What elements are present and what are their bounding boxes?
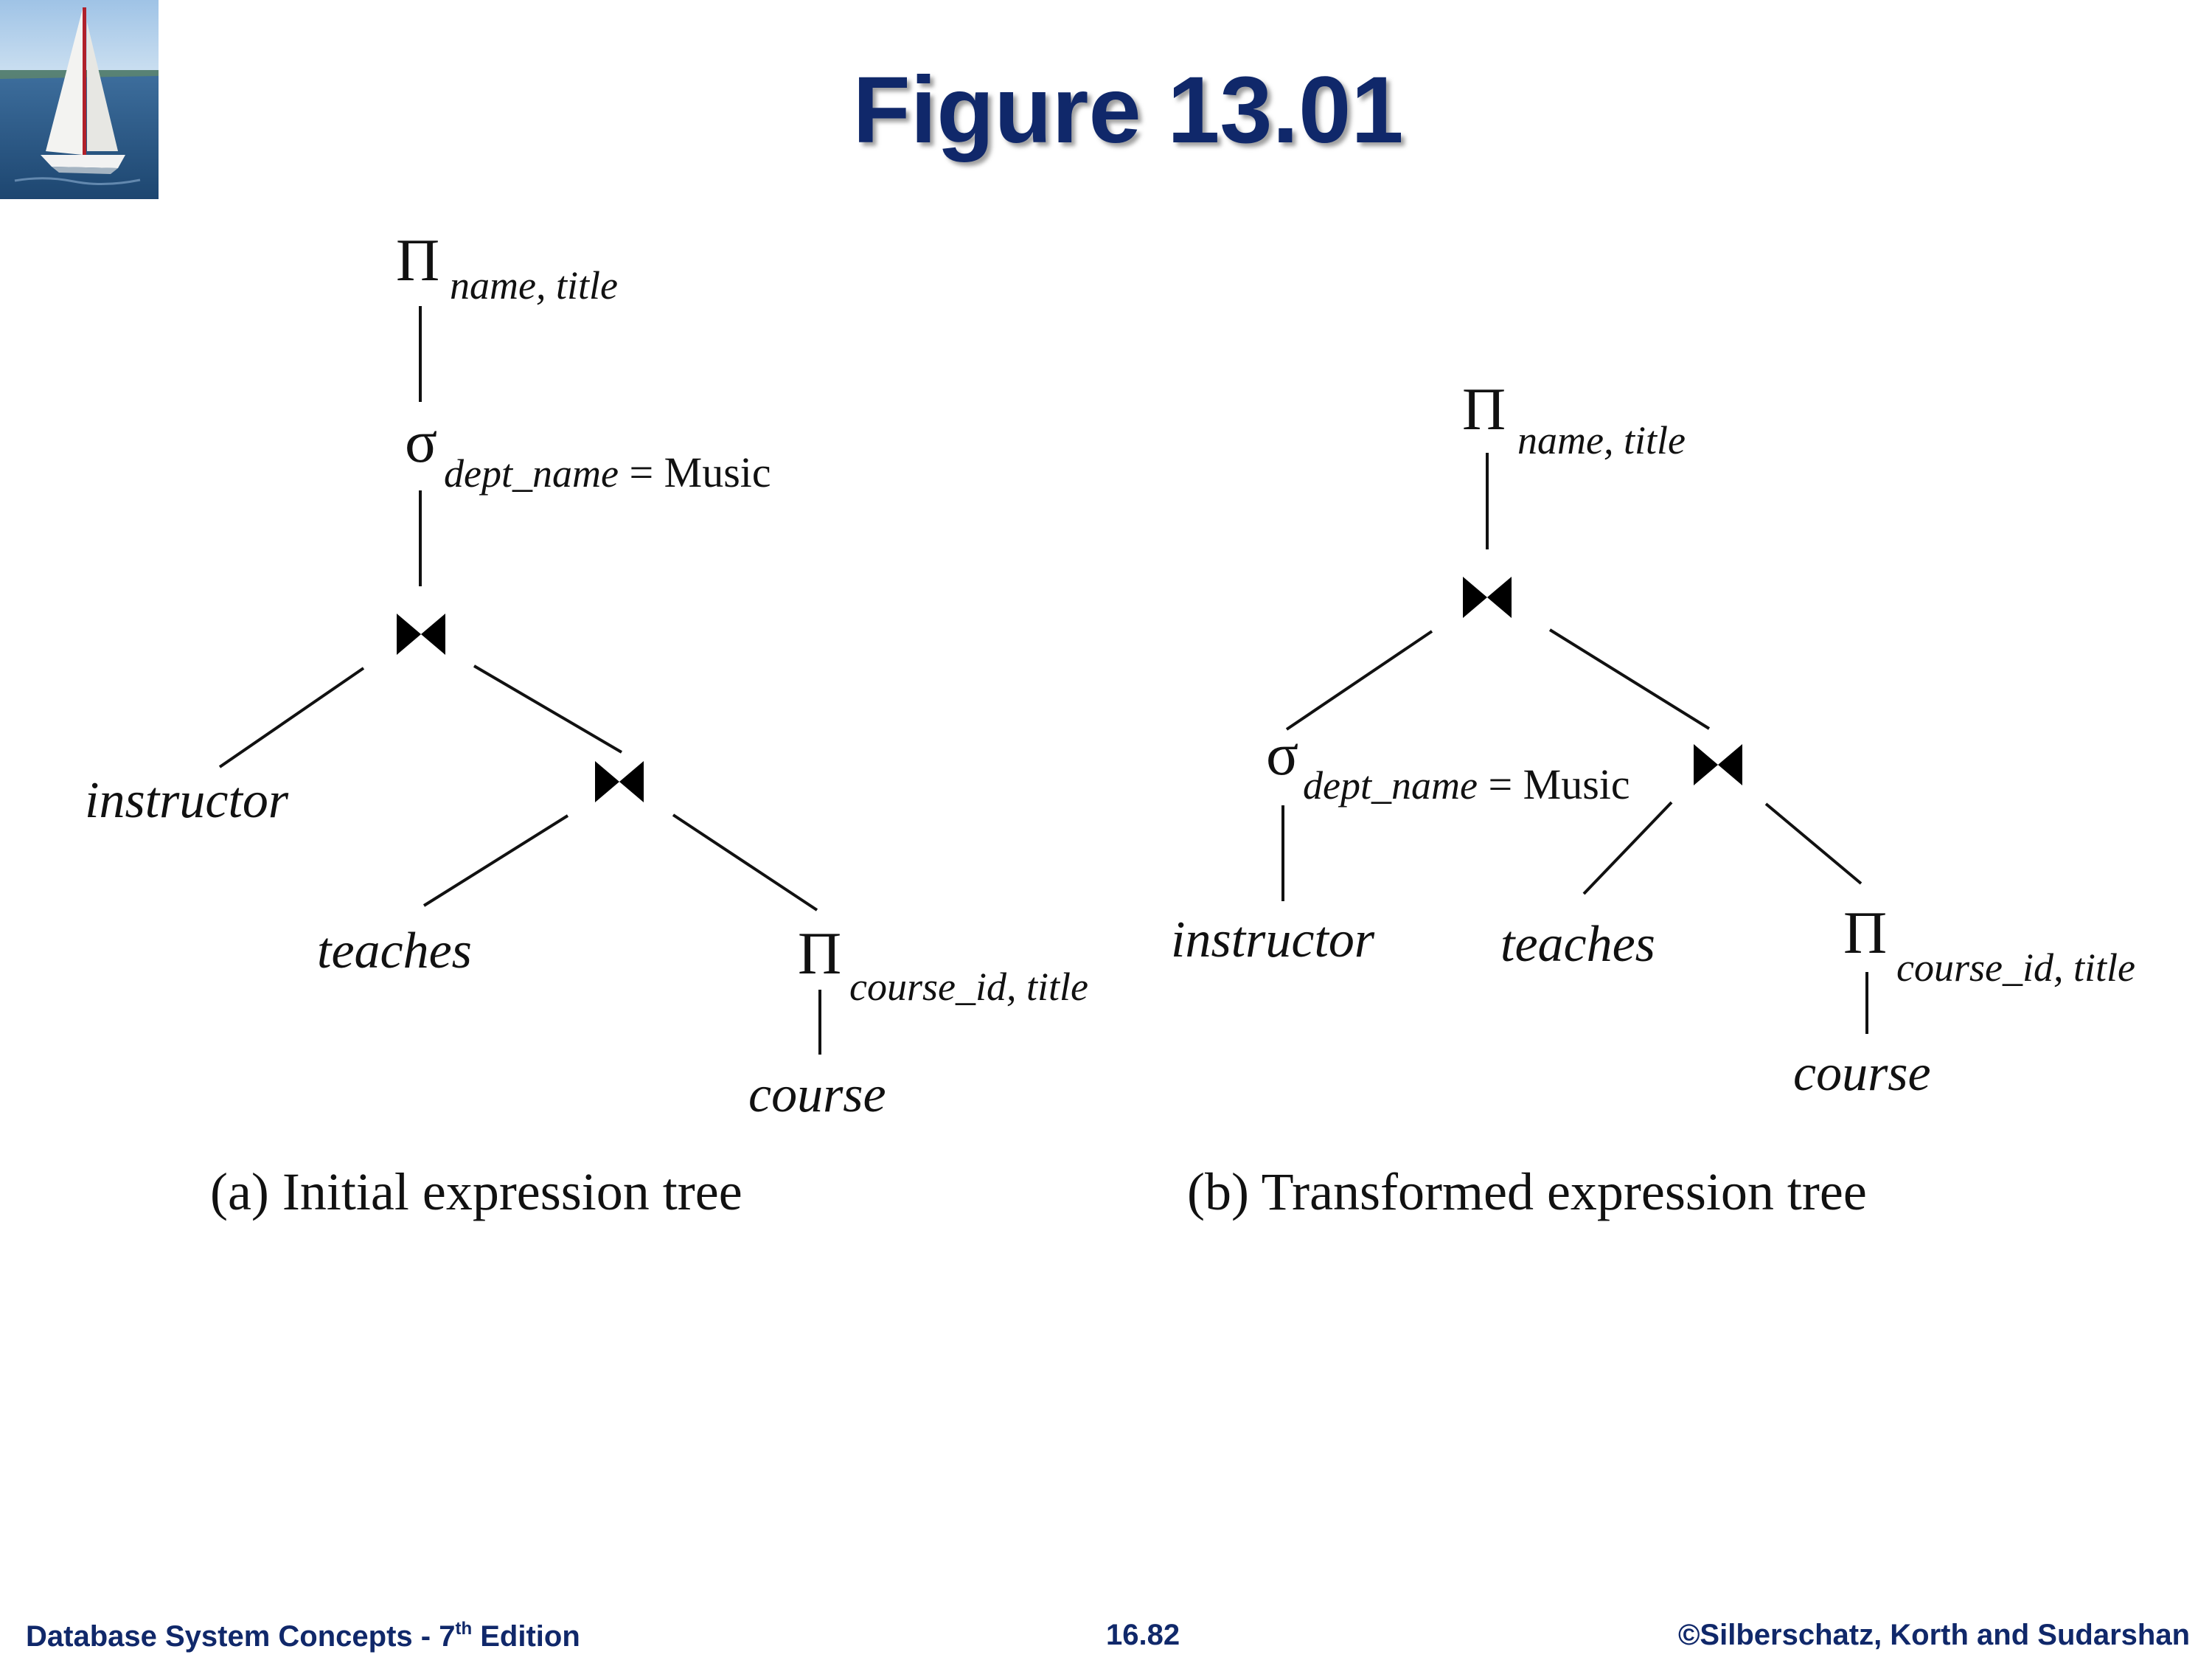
projection-icon: Π xyxy=(1843,899,1887,966)
edge xyxy=(672,813,818,912)
edge xyxy=(1285,630,1433,731)
sailboat-logo xyxy=(0,0,159,199)
projection-icon: Π xyxy=(1462,375,1506,442)
edge xyxy=(218,667,365,768)
relation-instructor: instructor xyxy=(1171,912,1375,968)
footer: Database System Concepts - 7th Edition 1… xyxy=(0,1619,2212,1663)
edge xyxy=(422,814,569,907)
relation-course: course xyxy=(1793,1045,1931,1102)
projection-attributes: name, title xyxy=(450,263,618,308)
caption-a: (a) Initial expression tree xyxy=(210,1162,742,1221)
relation-course: course xyxy=(748,1066,886,1123)
relation-teaches: teaches xyxy=(317,923,472,979)
selection-icon: σ xyxy=(405,408,437,475)
projection-attributes: course_id, title xyxy=(1896,945,2135,990)
selection-condition: dept_name = Music xyxy=(1303,760,1630,808)
footer-book-title: Database System Concepts - 7th Edition xyxy=(26,1619,580,1653)
projection-icon: Π xyxy=(798,920,841,987)
edge xyxy=(1582,801,1673,895)
footer-copyright: ©Silberschatz, Korth and Sudarshan xyxy=(1677,1619,2190,1651)
join-icon xyxy=(397,614,445,655)
tree-b: Π name, title σ dept_name = Music instru… xyxy=(1171,375,2135,1221)
caption-b: (b) Transformed expression tree xyxy=(1187,1162,1867,1221)
relation-instructor: instructor xyxy=(85,772,289,829)
selection-condition: dept_name = Music xyxy=(444,448,771,496)
projection-attributes: course_id, title xyxy=(849,965,1088,1009)
edge xyxy=(1764,802,1863,885)
join-icon xyxy=(1463,577,1512,618)
projection-icon: Π xyxy=(396,226,439,294)
edge xyxy=(473,664,623,754)
footer-page-number: 16.82 xyxy=(1106,1619,1180,1651)
expression-trees-diagram: Π name, title σ dept_name = Music instru… xyxy=(85,226,2135,1221)
edge xyxy=(1548,628,1711,730)
join-icon xyxy=(595,761,644,802)
selection-icon: σ xyxy=(1266,721,1298,788)
projection-attributes: name, title xyxy=(1517,418,1686,462)
tree-a: Π name, title σ dept_name = Music instru… xyxy=(85,226,1088,1221)
join-icon xyxy=(1694,744,1742,785)
page-title: Figure 13.01 xyxy=(852,58,1404,163)
relation-teaches: teaches xyxy=(1500,916,1655,973)
